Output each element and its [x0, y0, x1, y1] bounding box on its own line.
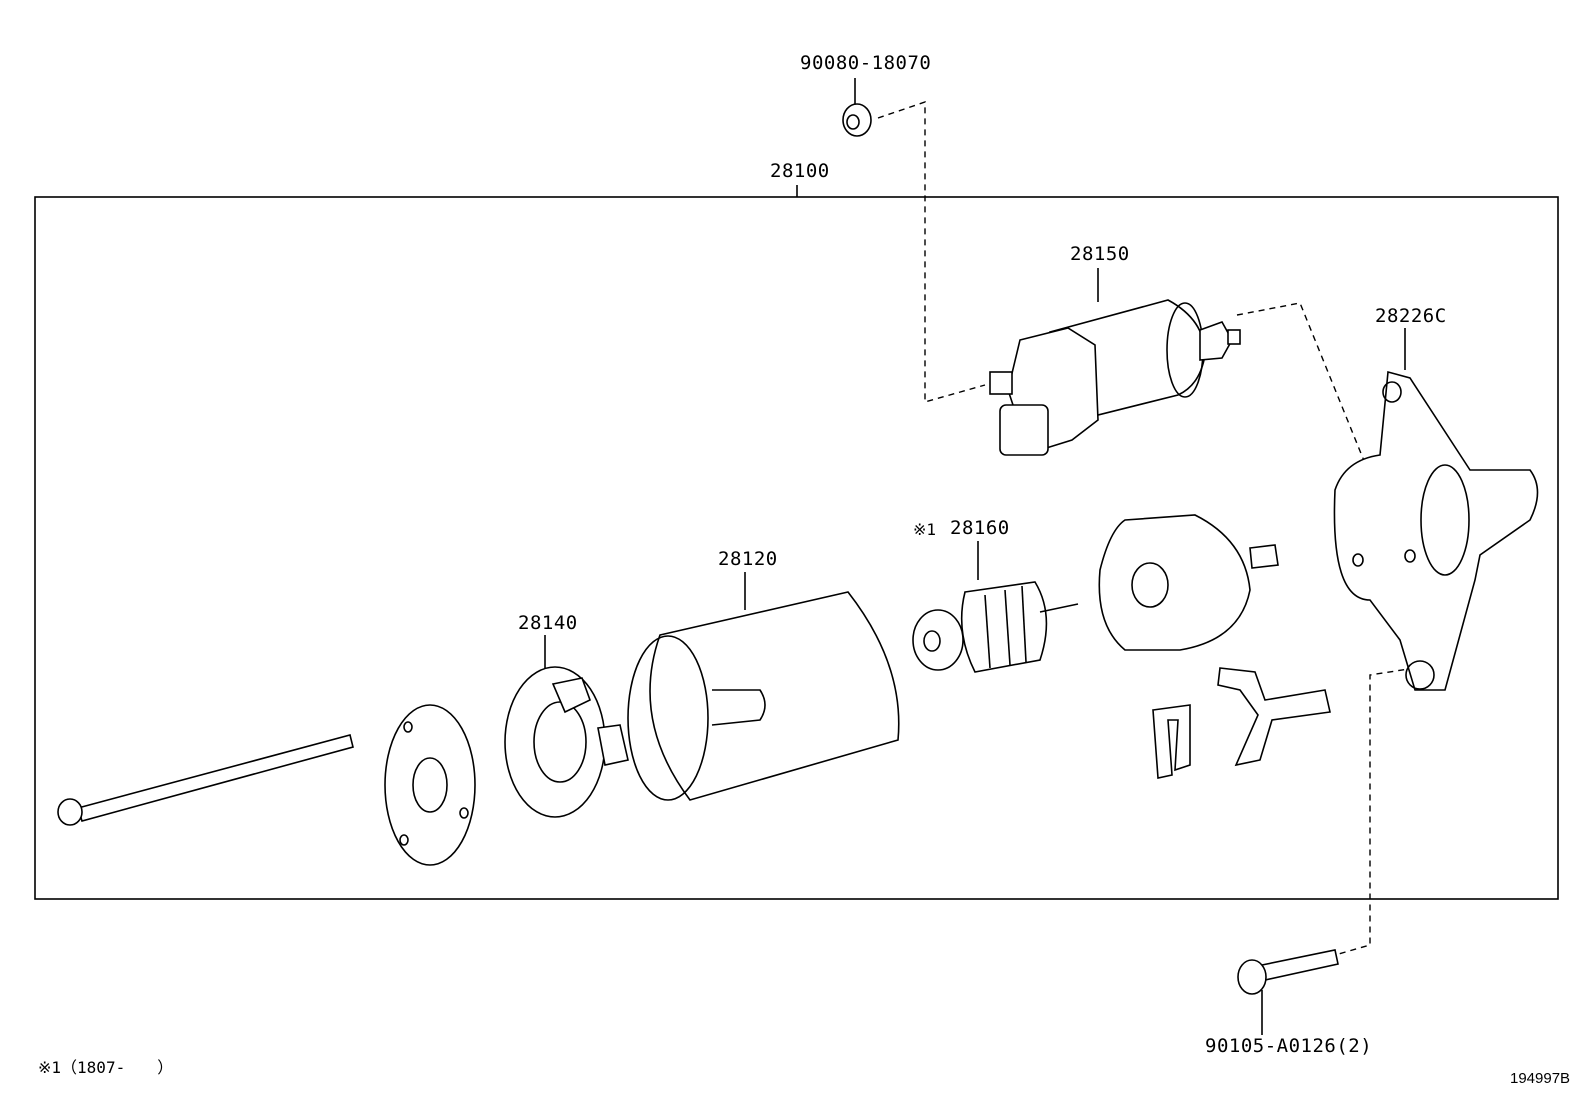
- applicability-footnote: ※1（1807- ）: [38, 1058, 174, 1077]
- brush-holder-part: [504, 666, 629, 818]
- through-bolt-part: [57, 734, 354, 826]
- yoke-part-number: 28120: [718, 548, 778, 570]
- bolt-part-number: 90105-A0126(2): [1205, 1035, 1373, 1057]
- housing-part-number: 28226C: [1375, 305, 1447, 327]
- brush-holder-part-number: 28140: [518, 612, 578, 634]
- end-plate-part: [384, 704, 476, 866]
- drive-housing-part: [1333, 370, 1539, 691]
- nut-part-number: 90080-18070: [800, 52, 932, 74]
- leader-lines: [544, 78, 1406, 1035]
- armature-part: [912, 581, 1079, 673]
- solenoid-part: [989, 299, 1241, 456]
- assembly-box: [34, 196, 1559, 900]
- alignment-lines: [877, 101, 1445, 956]
- diagram-code: 194997B: [1510, 1070, 1571, 1087]
- assembly-part-number: 28100: [770, 160, 830, 182]
- nut-part: [842, 103, 872, 137]
- armature-part-number: 28160: [950, 517, 1010, 539]
- mounting-bolt-part: [1237, 949, 1339, 995]
- armature-footnote-marker: ※1: [913, 520, 937, 539]
- yoke-part: [627, 591, 900, 801]
- solenoid-part-number: 28150: [1070, 243, 1130, 265]
- clutch-part: [1098, 514, 1331, 779]
